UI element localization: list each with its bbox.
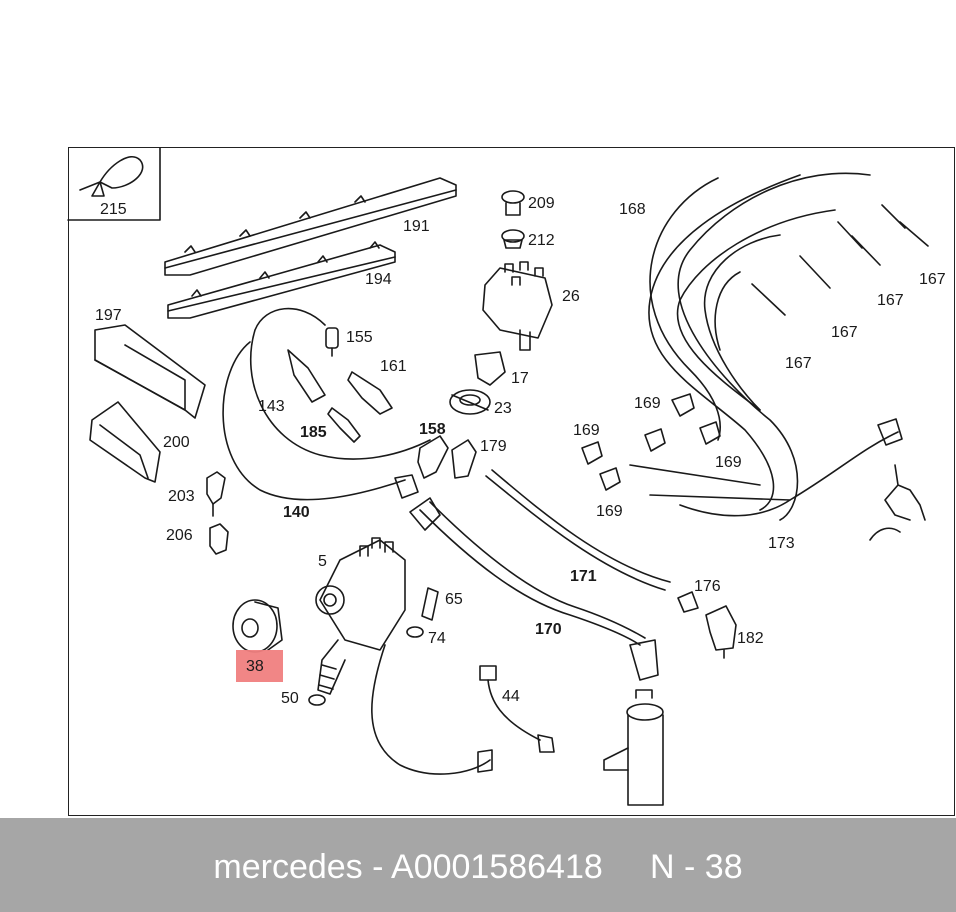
callout-167-a: 167 (919, 271, 946, 288)
callout-185: 185 (300, 424, 327, 441)
callout-173: 173 (768, 535, 795, 552)
callout-182: 182 (737, 630, 764, 647)
footer-part-number: mercedes - A0001586418 N - 38 (213, 848, 743, 886)
callout-191: 191 (403, 218, 430, 235)
clamp-209 (501, 190, 525, 216)
cable-170 (409, 497, 659, 681)
callout-212: 212 (528, 232, 555, 249)
parts-drawing (67, 147, 929, 806)
part-38-drawing (232, 599, 283, 653)
callout-179: 179 (480, 438, 507, 455)
callout-200: 200 (163, 434, 190, 451)
cable-rail-194 (167, 241, 396, 319)
callout-206: 206 (166, 527, 193, 544)
cover-197 (94, 324, 206, 419)
diagram-frame (68, 147, 955, 816)
callout-171: 171 (570, 568, 597, 585)
callout-155: 155 (346, 329, 373, 346)
cable-140 (222, 341, 419, 501)
distributor-5 (315, 537, 493, 775)
bolt-65 (421, 587, 439, 621)
callout-143: 143 (258, 398, 285, 415)
footer-bar (0, 818, 956, 912)
clamp-212 (501, 229, 525, 249)
callout-50: 50 (281, 690, 299, 707)
callout-161: 161 (380, 358, 407, 375)
boot-182 (705, 605, 737, 659)
boot-179 (451, 439, 477, 479)
callout-169-b: 169 (573, 422, 600, 439)
distributor-cap-26 (482, 261, 553, 351)
ignition-coil (603, 689, 664, 806)
clip-206 (209, 523, 229, 555)
callout-140: 140 (283, 504, 310, 521)
callout-194: 194 (365, 271, 392, 288)
hand-illustration (869, 464, 926, 541)
callout-38: 38 (246, 658, 264, 675)
connector-155 (325, 327, 339, 357)
part-38-highlight[interactable] (236, 650, 283, 682)
clip-203 (206, 471, 226, 517)
callout-23: 23 (494, 400, 512, 417)
boot-158 (417, 435, 449, 479)
callout-169-c: 169 (715, 454, 742, 471)
callout-170: 170 (535, 621, 562, 638)
callout-176: 176 (694, 578, 721, 595)
callout-158: 158 (419, 421, 446, 438)
ignition-wire-bundle-168 (581, 172, 929, 521)
sensor-44 (479, 665, 555, 753)
callout-209: 209 (528, 195, 555, 212)
bracket-200 (89, 401, 161, 483)
callout-65: 65 (445, 591, 463, 608)
spark-plug-185 (327, 407, 361, 443)
cable-143 (249, 307, 431, 460)
cable-171 (485, 469, 671, 591)
callout-167-c: 167 (831, 324, 858, 341)
callout-26: 26 (562, 288, 580, 305)
cable-rail-191 (164, 177, 457, 276)
callout-168: 168 (619, 201, 646, 218)
callout-215: 215 (100, 201, 127, 218)
ring-50 (308, 694, 326, 706)
callout-169-a: 169 (634, 395, 661, 412)
connector-176 (677, 591, 699, 613)
callout-74: 74 (428, 630, 446, 647)
washer-74 (406, 626, 424, 638)
callout-5: 5 (318, 553, 327, 570)
callout-169-d: 169 (596, 503, 623, 520)
callout-44: 44 (502, 688, 520, 705)
inset-215-box (67, 147, 161, 221)
callout-167-b: 167 (877, 292, 904, 309)
rotor-17 (474, 351, 506, 386)
callout-17: 17 (511, 370, 529, 387)
callout-203: 203 (168, 488, 195, 505)
callout-197: 197 (95, 307, 122, 324)
seal-23 (449, 389, 491, 415)
callout-167-d: 167 (785, 355, 812, 372)
connector-161 (347, 371, 393, 415)
